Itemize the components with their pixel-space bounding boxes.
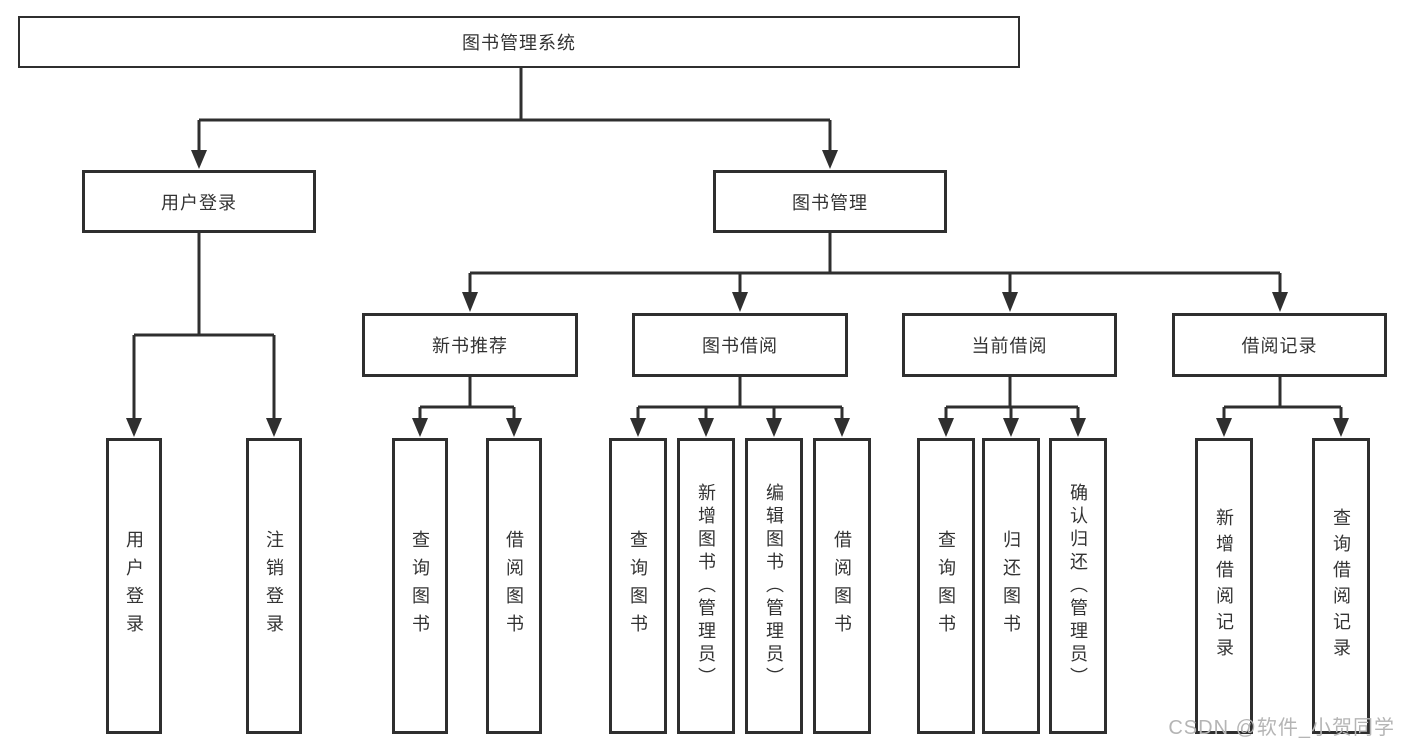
arrowhead	[766, 418, 782, 437]
leaf-logout-label: 注销登录	[264, 530, 284, 642]
arrowhead	[506, 418, 522, 437]
leaf-edit-book-admin: 编辑图书（管理员）	[745, 438, 803, 734]
arrowhead	[822, 150, 838, 169]
leaf-query-borrow-record: 查询借阅记录	[1312, 438, 1370, 734]
arrowhead	[938, 418, 954, 437]
node-user-login-label: 用户登录	[161, 192, 237, 213]
arrowhead	[1272, 292, 1288, 312]
leaf-query-book-recommend-label: 查询图书	[410, 530, 430, 642]
arrowhead	[1002, 292, 1018, 312]
leaf-add-book-admin: 新增图书（管理员）	[677, 438, 735, 734]
leaf-query-book-current: 查询图书	[917, 438, 975, 734]
node-borrow-record-label: 借阅记录	[1241, 336, 1318, 356]
leaf-confirm-return-admin-label: 确认归还（管理员）	[1068, 482, 1088, 690]
arrowhead	[630, 418, 646, 437]
leaf-confirm-return-admin: 确认归还（管理员）	[1049, 438, 1107, 734]
leaf-borrow-book-recommend: 借阅图书	[486, 438, 542, 734]
leaf-query-book-borrow-label: 查询图书	[628, 530, 648, 642]
arrowhead	[126, 418, 142, 437]
leaf-add-borrow-record-label: 新增借阅记录	[1214, 508, 1234, 664]
node-current-borrow-label: 当前借阅	[971, 336, 1048, 356]
arrowhead	[412, 418, 428, 437]
arrowhead	[266, 418, 282, 437]
arrowhead	[191, 150, 207, 169]
arrowhead	[1333, 418, 1349, 437]
leaf-logout: 注销登录	[246, 438, 302, 734]
node-book-management-label: 图书管理	[792, 192, 868, 213]
watermark: CSDN @软件_小贺同学	[1168, 717, 1395, 739]
leaf-query-book-recommend: 查询图书	[392, 438, 448, 734]
node-new-book-recommend: 新书推荐	[362, 313, 578, 377]
leaf-add-borrow-record: 新增借阅记录	[1195, 438, 1253, 734]
node-borrow-record: 借阅记录	[1172, 313, 1387, 377]
node-book-management: 图书管理	[713, 170, 947, 233]
leaf-borrow-book-label: 借阅图书	[832, 530, 852, 642]
node-new-book-recommend-label: 新书推荐	[432, 336, 508, 356]
arrowhead	[834, 418, 850, 437]
leaf-edit-book-admin-label: 编辑图书（管理员）	[764, 482, 784, 690]
node-book-borrow: 图书借阅	[632, 313, 848, 377]
node-root-label: 图书管理系统	[462, 33, 576, 53]
node-current-borrow: 当前借阅	[902, 313, 1117, 377]
arrowhead	[1216, 418, 1232, 437]
node-root: 图书管理系统	[18, 16, 1020, 68]
leaf-user-login-label: 用户登录	[124, 530, 144, 642]
leaf-borrow-book-recommend-label: 借阅图书	[504, 530, 524, 642]
arrowhead	[698, 418, 714, 437]
arrowhead	[1003, 418, 1019, 437]
leaf-return-book: 归还图书	[982, 438, 1040, 734]
leaf-borrow-book: 借阅图书	[813, 438, 871, 734]
leaf-query-book-borrow: 查询图书	[609, 438, 667, 734]
leaf-query-book-current-label: 查询图书	[936, 530, 956, 642]
leaf-return-book-label: 归还图书	[1001, 530, 1021, 642]
leaf-user-login: 用户登录	[106, 438, 162, 734]
leaf-query-borrow-record-label: 查询借阅记录	[1331, 508, 1351, 664]
arrowhead	[732, 292, 748, 312]
node-book-borrow-label: 图书借阅	[702, 336, 778, 356]
arrowhead	[462, 292, 478, 312]
arrowhead	[1070, 418, 1086, 437]
node-user-login: 用户登录	[82, 170, 316, 233]
leaf-add-book-admin-label: 新增图书（管理员）	[696, 482, 716, 690]
